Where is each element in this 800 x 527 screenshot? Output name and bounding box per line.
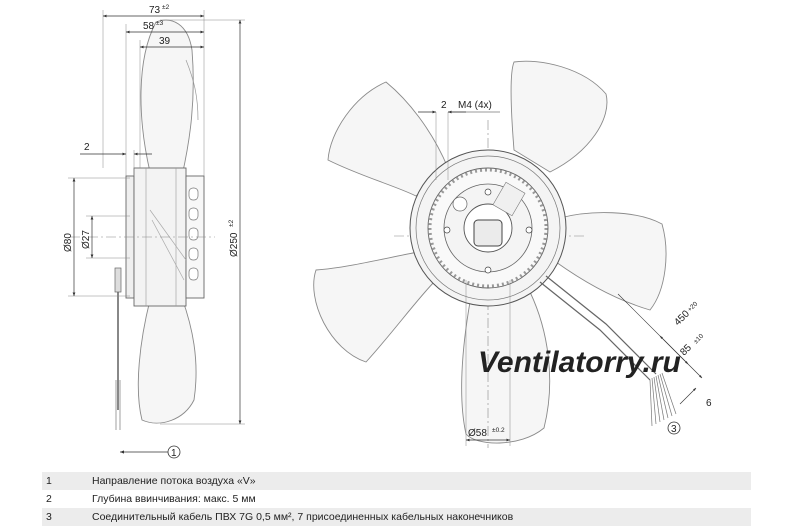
dim-dia-motor: Ø80: [63, 233, 74, 252]
dim-mount-thread: M4 (4x): [458, 100, 492, 111]
note-text: Соединительный кабель ПВХ 7G 0,5 мм², 7 …: [84, 508, 751, 526]
blade-bottom: [461, 291, 551, 444]
note-text: Направление потока воздуха «V»: [84, 472, 751, 490]
dim-dia-hub: Ø27: [81, 230, 92, 249]
watermark: Ventilatorry.ru: [478, 346, 681, 379]
notes-row: 3 Соединительный кабель ПВХ 7G 0,5 мм², …: [42, 508, 751, 526]
side-blade-upper: [140, 19, 194, 177]
dim-dia-impeller-tol: ±2: [228, 219, 235, 227]
dim-wire-strip: 6: [706, 398, 712, 409]
note-number: 2: [46, 493, 52, 505]
note-text: Глубина ввинчивания: макс. 5 мм: [92, 493, 256, 505]
rating-label: [492, 181, 526, 217]
blade-upper-left: [327, 81, 449, 197]
callout-cable: 3: [671, 424, 677, 435]
notes-row: 2 Глубина ввинчивания: макс. 5 мм: [42, 490, 751, 508]
dim-overall-depth: 73: [149, 5, 161, 16]
side-blade-lower: [137, 297, 197, 424]
note-number: 3: [42, 508, 84, 526]
dim-motor-depth: 58: [143, 21, 155, 32]
dim-bolt-circle: Ø58: [468, 428, 487, 439]
dim-mount-gap: 2: [441, 100, 447, 111]
dim-flange-depth: 39: [159, 36, 171, 47]
dim-bolt-circle-tol: ±0.2: [492, 427, 505, 434]
motor-shaft: [473, 219, 503, 247]
dim-cable-length-tol: +20: [686, 300, 699, 313]
dim-overall-depth-tol: ±2: [162, 4, 170, 11]
blade-right: [555, 212, 667, 311]
callout-airflow: 1: [171, 448, 177, 459]
dim-motor-depth-tol: ±3: [156, 20, 164, 27]
notes-table: 1 Направление потока воздуха «V» 2 Глуби…: [42, 472, 751, 526]
front-view: 2 M4 (4x) Ø58 ±0.2 450 +20 85 ±10 6 3: [313, 60, 712, 448]
dim-strip-length-tol: ±10: [692, 333, 705, 346]
dim-dia-impeller: Ø250: [229, 232, 240, 257]
side-view: 73 ±2 58 ±3 39 2 Ø80 Ø27 Ø250 ±2 1: [63, 4, 245, 459]
dim-offset: 2: [84, 142, 90, 153]
blade-top: [510, 60, 608, 173]
notes-row: 1 Направление потока воздуха «V»: [42, 472, 751, 490]
fan-technical-drawing: 73 ±2 58 ±3 39 2 Ø80 Ø27 Ø250 ±2 1: [63, 4, 712, 459]
note-number: 1: [42, 472, 84, 490]
blade-left: [313, 251, 437, 363]
